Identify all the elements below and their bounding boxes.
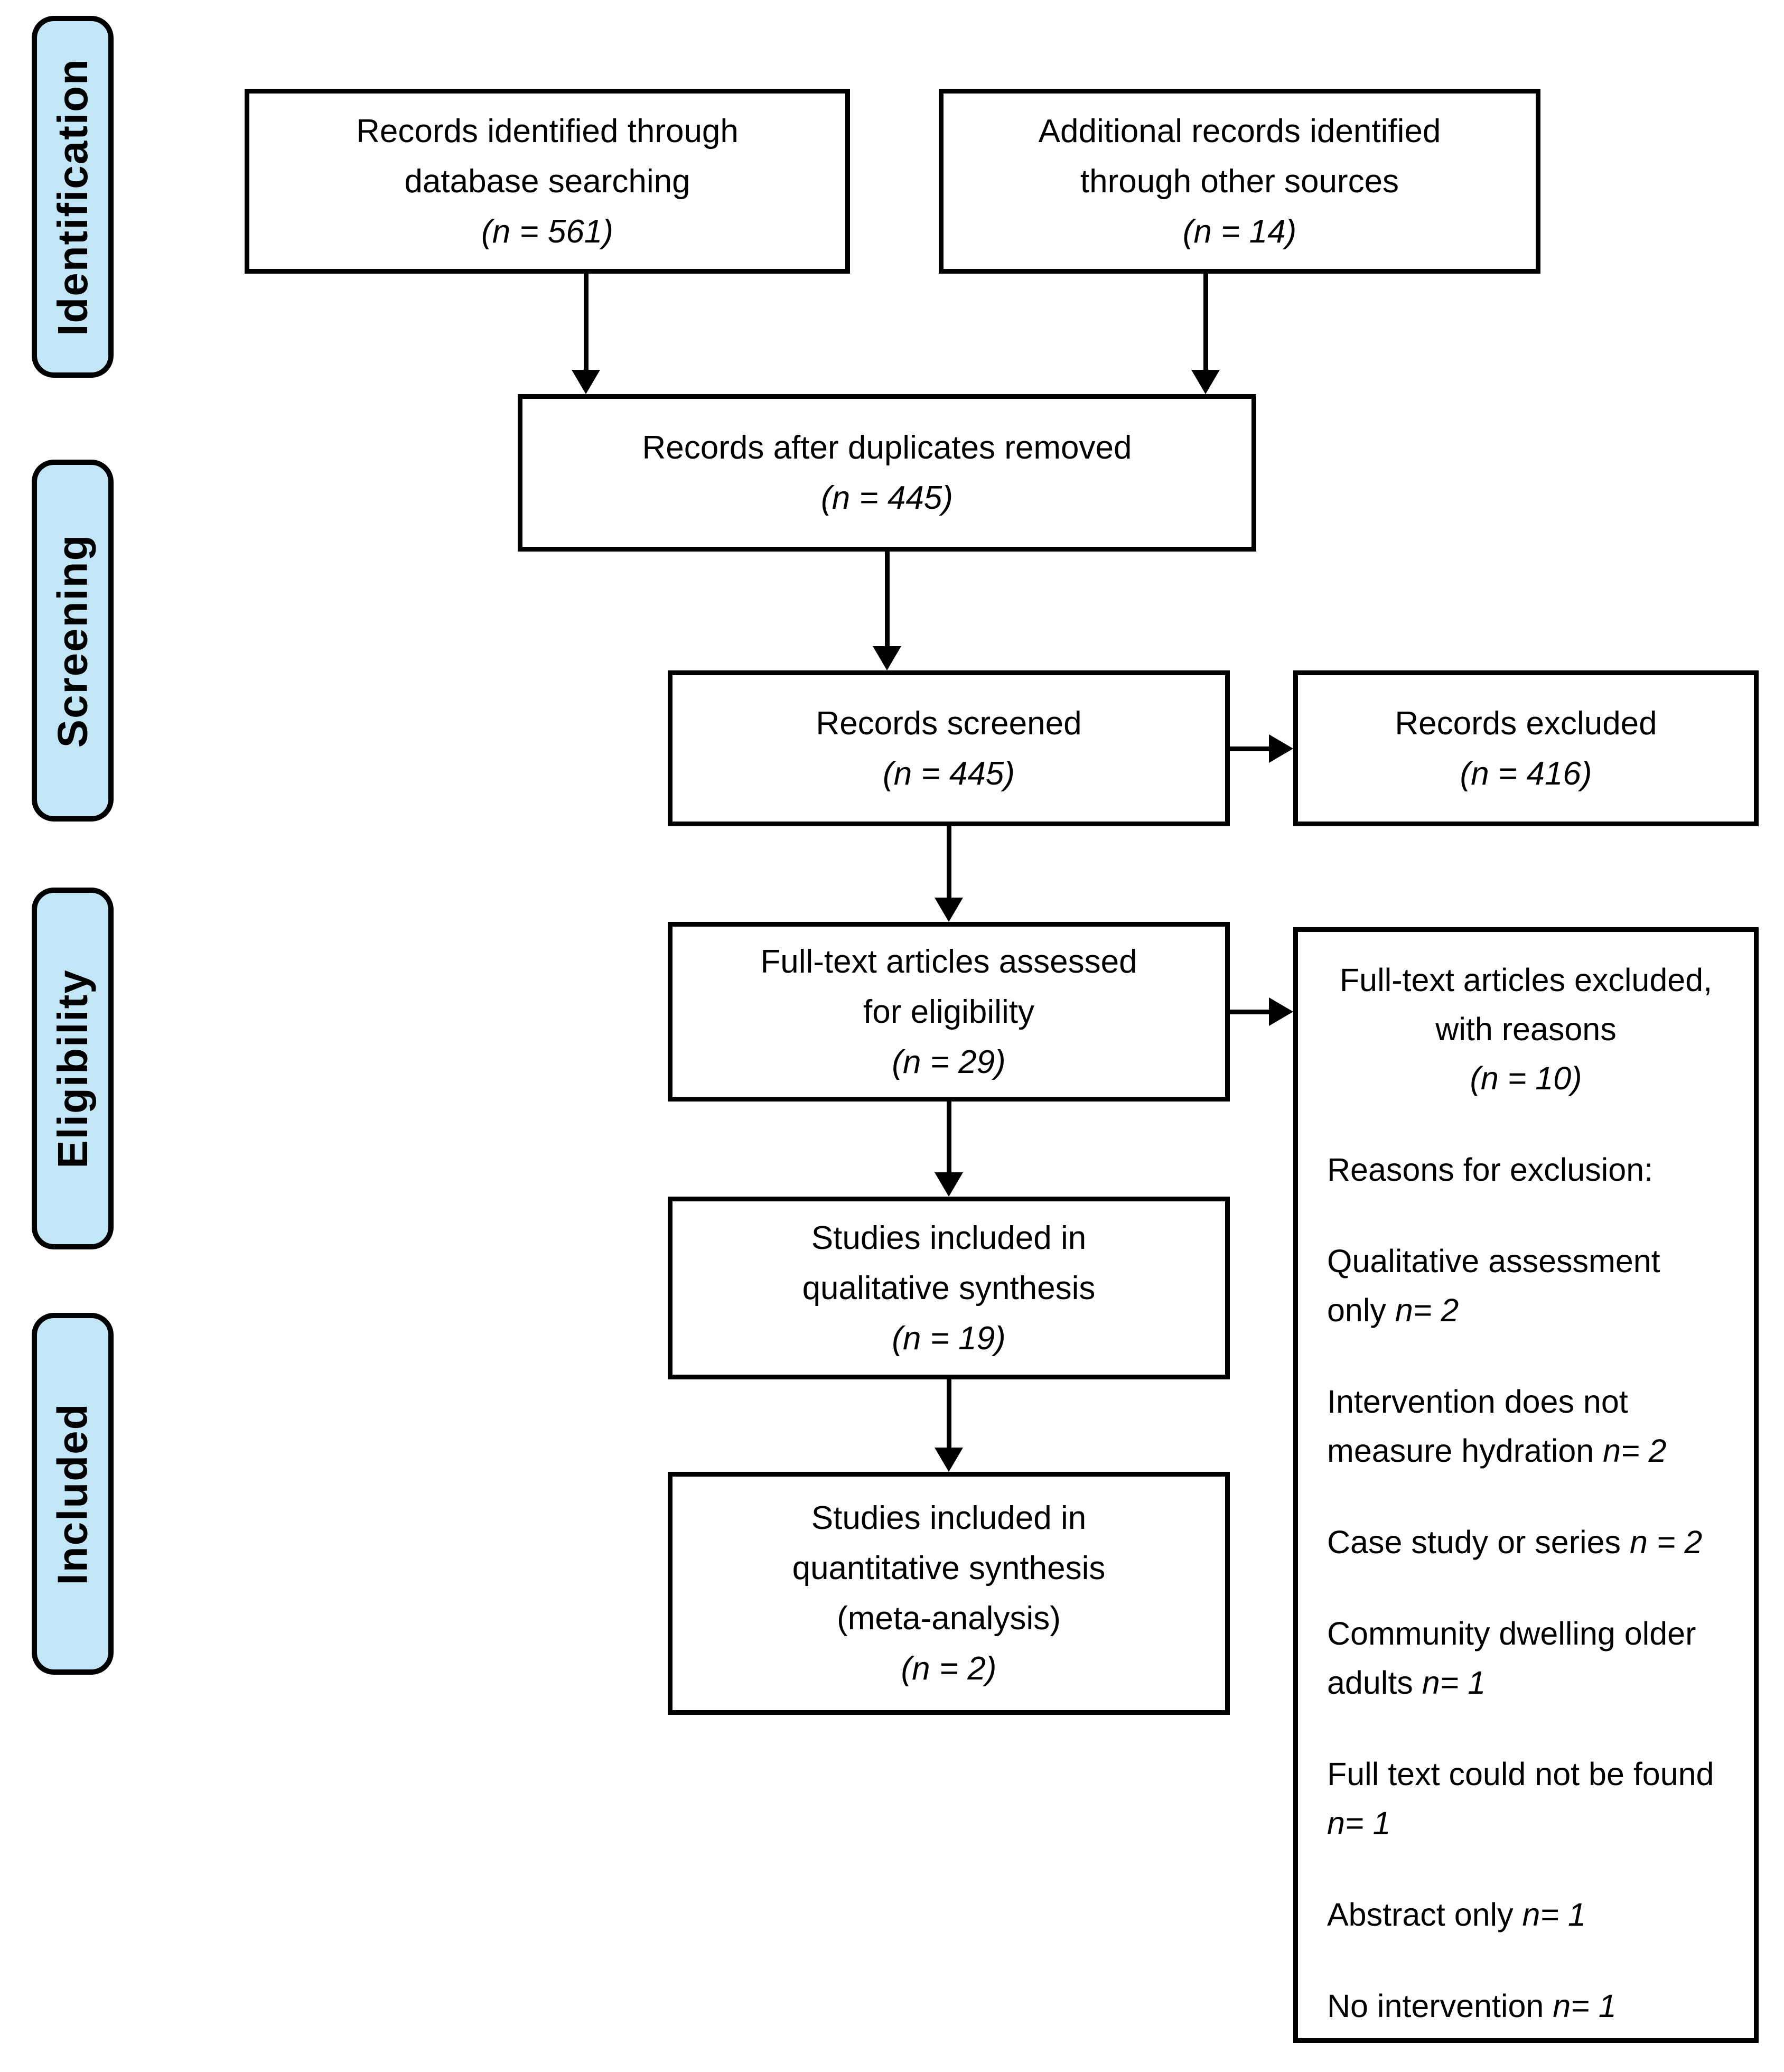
stage-identification: Identification xyxy=(32,16,114,378)
additional-records-line1: Additional records identified xyxy=(1038,113,1441,150)
box-quantitative-synthesis: Studies included in quantitative synthes… xyxy=(668,1472,1230,1715)
stage-included-label: Included xyxy=(49,1403,96,1585)
box-additional-records: Additional records identified through ot… xyxy=(939,89,1540,274)
stage-included: Included xyxy=(32,1313,114,1675)
fulltext-assessed-line1: Full-text articles assessed xyxy=(760,943,1137,980)
records-identified-count: (n = 561) xyxy=(481,213,613,250)
reason-item: Abstract only n= 1 xyxy=(1327,1897,1586,1933)
box-records-screened: Records screened (n = 445) xyxy=(668,670,1230,826)
arrowhead-down-icon xyxy=(935,898,963,922)
records-identified-line1: Records identified through xyxy=(356,113,739,150)
arrowhead-down-icon xyxy=(873,646,901,670)
quantitative-count: (n = 2) xyxy=(901,1650,997,1687)
stage-screening-label: Screening xyxy=(49,534,96,748)
arrow-identified-to-duplicates xyxy=(584,274,589,370)
additional-records-line2: through other sources xyxy=(1080,163,1399,200)
records-screened-count: (n = 445) xyxy=(883,755,1015,792)
quantitative-line3: (meta-analysis) xyxy=(837,1600,1061,1637)
stage-eligibility-label: Eligibility xyxy=(49,968,96,1169)
box-duplicates-removed: Records after duplicates removed (n = 44… xyxy=(518,394,1256,552)
stage-identification-label: Identification xyxy=(49,58,96,336)
arrowhead-down-icon xyxy=(935,1448,963,1472)
quantitative-line1: Studies included in xyxy=(811,1500,1087,1536)
reason-item: Full text could not be found n= 1 xyxy=(1327,1756,1714,1841)
arrowhead-down-icon xyxy=(572,370,600,394)
fulltext-assessed-count: (n = 29) xyxy=(892,1043,1006,1080)
reason-item: No intervention n= 1 xyxy=(1327,1988,1617,2024)
box-fulltext-assessed: Full-text articles assessed for eligibil… xyxy=(668,922,1230,1102)
reasons-heading: Reasons for exclusion: xyxy=(1327,1152,1654,1188)
records-excluded-count: (n = 416) xyxy=(1460,755,1592,792)
qualitative-count: (n = 19) xyxy=(892,1320,1006,1357)
box-records-identified: Records identified through database sear… xyxy=(245,89,850,274)
arrow-screened-to-fulltext xyxy=(947,826,951,898)
arrow-qualitative-to-quantitative xyxy=(947,1379,951,1448)
fulltext-excluded-line1: Full-text articles excluded, xyxy=(1339,962,1713,998)
arrow-fulltext-to-qualitative xyxy=(947,1102,951,1172)
fulltext-excluded-count: (n = 10) xyxy=(1470,1060,1582,1096)
arrow-duplicates-to-screened xyxy=(885,552,890,646)
records-identified-line2: database searching xyxy=(404,163,690,200)
stage-eligibility: Eligibility xyxy=(32,888,114,1249)
arrowhead-right-icon xyxy=(1269,734,1293,763)
box-qualitative-synthesis: Studies included in qualitative synthesi… xyxy=(668,1197,1230,1379)
arrow-screened-to-excluded xyxy=(1230,746,1269,751)
stage-screening: Screening xyxy=(32,460,114,822)
duplicates-removed-line1: Records after duplicates removed xyxy=(642,430,1132,466)
additional-records-count: (n = 14) xyxy=(1182,213,1297,250)
records-screened-line1: Records screened xyxy=(816,705,1082,742)
reason-item: Community dwelling older adults n= 1 xyxy=(1327,1616,1696,1701)
duplicates-removed-count: (n = 445) xyxy=(821,480,953,516)
fulltext-excluded-line2: with reasons xyxy=(1435,1011,1617,1047)
box-records-excluded: Records excluded (n = 416) xyxy=(1293,670,1759,826)
box-fulltext-excluded: Full-text articles excluded, with reason… xyxy=(1293,927,1759,2043)
quantitative-line2: quantitative synthesis xyxy=(792,1550,1106,1586)
qualitative-line2: qualitative synthesis xyxy=(802,1270,1096,1306)
qualitative-line1: Studies included in xyxy=(811,1219,1087,1256)
reason-item: Case study or series n = 2 xyxy=(1327,1524,1703,1560)
arrow-additional-to-duplicates xyxy=(1203,274,1208,370)
records-excluded-line1: Records excluded xyxy=(1395,705,1657,742)
fulltext-assessed-line2: for eligibility xyxy=(863,993,1034,1030)
reason-item: Qualitative assessment only n= 2 xyxy=(1327,1243,1660,1328)
arrowhead-down-icon xyxy=(1191,370,1220,394)
reason-item: Intervention does not measure hydration … xyxy=(1327,1384,1667,1469)
arrowhead-down-icon xyxy=(935,1172,963,1197)
arrowhead-right-icon xyxy=(1269,997,1293,1026)
arrow-fulltext-to-excluded xyxy=(1230,1010,1269,1014)
